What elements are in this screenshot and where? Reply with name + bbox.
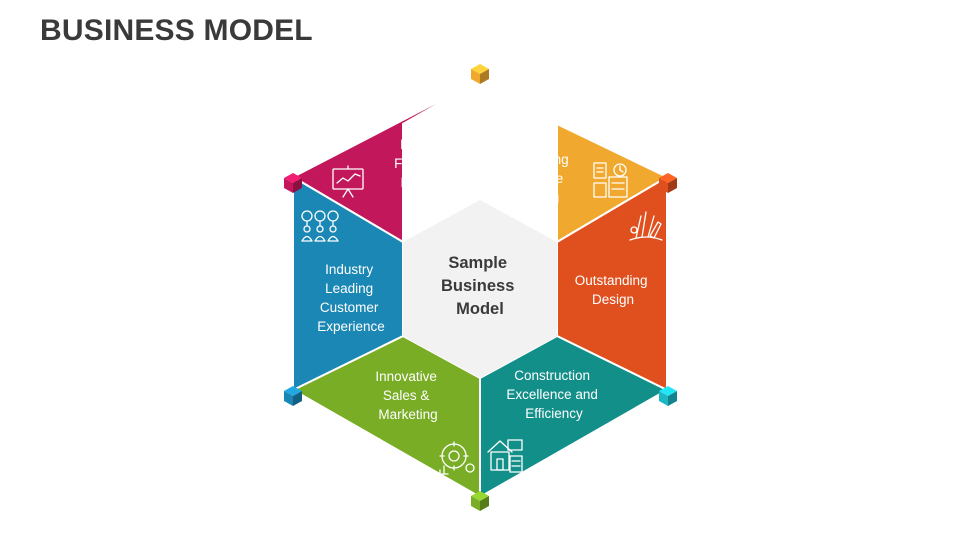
center-hexagon bbox=[403, 200, 557, 378]
cube-right-face bbox=[293, 178, 302, 193]
cube-upper-left bbox=[284, 173, 302, 193]
cube-left-face bbox=[471, 69, 480, 84]
label-outstanding-design: Outstanding Design bbox=[575, 273, 652, 307]
cube-right-face bbox=[480, 496, 489, 511]
cube-lower-right bbox=[659, 386, 677, 406]
label-innovative-sales-marketing: Innovative Sales & Marketing bbox=[375, 369, 440, 422]
cube-left-face bbox=[284, 391, 293, 406]
cube-left-face bbox=[471, 496, 480, 511]
cube-left-face bbox=[284, 178, 293, 193]
cube-right-face bbox=[293, 391, 302, 406]
cube-left-face bbox=[659, 178, 668, 193]
cube-right-face bbox=[480, 69, 489, 84]
cube-right-face bbox=[668, 391, 677, 406]
center-label: Sample Business Model bbox=[441, 254, 519, 318]
label-customer-experience: Industry Leading Customer Experience bbox=[317, 262, 385, 334]
center-line-3: Model bbox=[456, 300, 504, 318]
cube-top bbox=[471, 64, 489, 84]
center-line-1: Sample bbox=[448, 254, 507, 272]
cube-right-face bbox=[668, 178, 677, 193]
house-calculator-icon bbox=[487, 439, 523, 473]
label-targeted-land-buying: Targeted Land Buying & Effective Plannin… bbox=[494, 133, 573, 205]
planning-documents-icon bbox=[593, 162, 628, 198]
page-title: BUSINESS MODEL bbox=[40, 14, 313, 47]
cube-lower-left bbox=[284, 386, 302, 406]
cube-bottom bbox=[471, 491, 489, 511]
customers-feedback-icon bbox=[301, 210, 339, 242]
presentation-chart-icon bbox=[332, 165, 364, 198]
center-line-2: Business bbox=[441, 277, 514, 295]
label-construction-excellence: Construction Excellence and Efficiency bbox=[506, 368, 601, 421]
cube-upper-right bbox=[659, 173, 677, 193]
design-tools-icon bbox=[629, 211, 663, 241]
cube-left-face bbox=[659, 391, 668, 406]
label-deliver-financial-results: Deliver Financial Results bbox=[394, 137, 452, 190]
marketing-gears-icon bbox=[437, 441, 475, 475]
